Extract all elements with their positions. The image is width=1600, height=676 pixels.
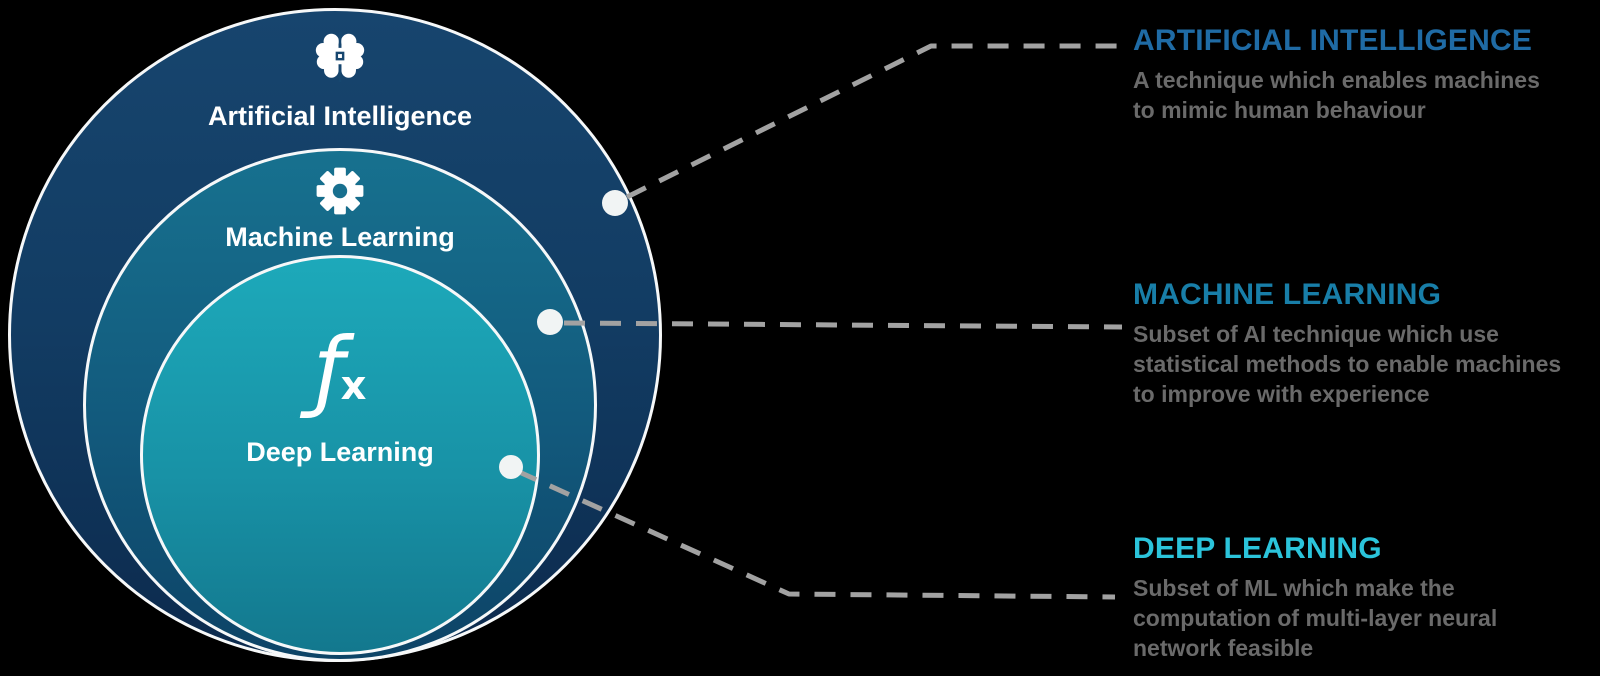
ring-label-artificial-intelligence: Artificial Intelligence — [207, 101, 473, 131]
function-fx-icon: ƒ x — [260, 322, 420, 426]
ring-label-machine-learning: Machine Learning — [225, 222, 455, 252]
fx-f-glyph: ƒ — [313, 318, 345, 421]
connector-line-ai — [625, 43, 1126, 200]
annotation-title-ai: ARTIFICIAL INTELLIGENCE — [1133, 24, 1533, 57]
annotation-text-line: statistical methods to enable machines — [1133, 351, 1562, 377]
annotation-text-line: to mimic human behaviour — [1133, 97, 1426, 123]
annotation-text-line: A technique which enables machines — [1133, 67, 1540, 93]
annotation-text-line: computation of multi-layer neural — [1133, 605, 1498, 631]
annotation-artificial-intelligence: ARTIFICIAL INTELLIGENCE A technique whic… — [1133, 24, 1600, 125]
ring-label-deep-learning: Deep Learning — [246, 437, 434, 467]
annotation-deep-learning: DEEP LEARNING Subset of ML which make th… — [1133, 532, 1600, 663]
brain-chip-icon — [311, 28, 369, 86]
annotation-title-dl: DEEP LEARNING — [1133, 532, 1382, 565]
annotation-text-line: Subset of ML which make the — [1133, 575, 1455, 601]
annotation-title-ml: MACHINE LEARNING — [1133, 278, 1442, 311]
fx-x-glyph: x — [340, 363, 367, 409]
annotation-text-line: to improve with experience — [1133, 381, 1430, 407]
annotation-text-line: network feasible — [1133, 635, 1314, 661]
gear-icon — [313, 164, 367, 218]
annotation-text-line: Subset of AI technique which use — [1133, 321, 1499, 347]
annotation-machine-learning: MACHINE LEARNING Subset of AI technique … — [1133, 278, 1600, 409]
circle-deep-learning — [140, 255, 540, 655]
